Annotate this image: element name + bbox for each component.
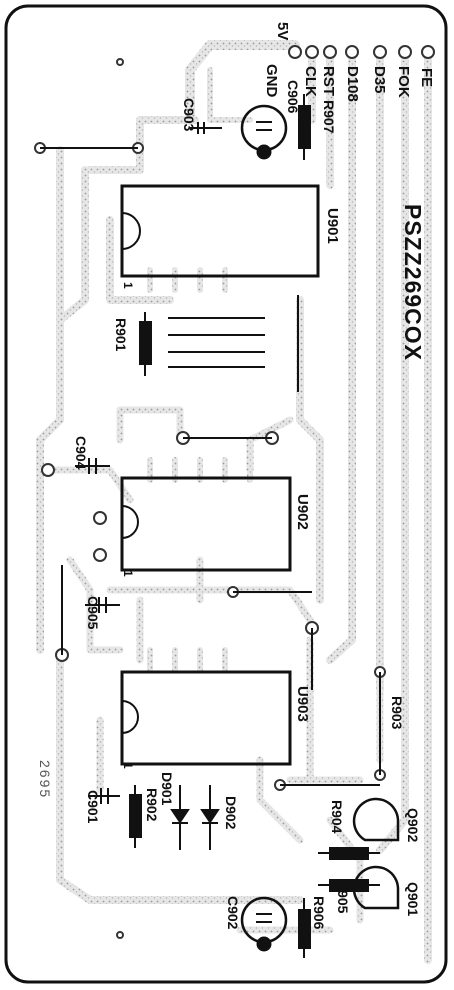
board-outline [4, 4, 448, 984]
capacitors [75, 122, 222, 804]
board-stamp: 2695 [37, 760, 53, 800]
label-r904: R904 [329, 800, 345, 834]
label-c906: C906 [285, 80, 301, 114]
connector-label-rst: RST [320, 66, 337, 96]
label-r907: R907 [321, 100, 337, 134]
label-u902: U902 [294, 494, 311, 530]
connector-label-d108: D108 [344, 66, 361, 102]
ic-u902 [120, 476, 292, 572]
label-d901: D901 [159, 772, 175, 806]
connector-label-fe: FE [418, 68, 435, 88]
label-u901-pin1: 1 [121, 282, 135, 289]
label-u903-pin1: 1 [121, 762, 135, 769]
ic-u903 [120, 670, 292, 766]
label-r903: R903 [389, 696, 405, 730]
label-r906: R906 [311, 896, 327, 930]
label-c904: C904 [73, 436, 89, 470]
label-c901: C901 [85, 790, 101, 824]
label-r901: R901 [113, 318, 129, 352]
resistors [129, 94, 380, 958]
jumper-wires [40, 147, 381, 786]
ic-u901 [120, 184, 320, 278]
connector-label-clk: CLK [302, 66, 319, 97]
transistors [352, 797, 400, 910]
label-q901: Q901 [405, 882, 421, 917]
diodes [170, 785, 220, 850]
label-r902: R902 [144, 788, 160, 822]
label-c903: C903 [181, 98, 197, 132]
label-d902: D902 [223, 796, 239, 830]
label-r905: R905 [335, 880, 351, 914]
label-u902-pin1: 1 [121, 570, 135, 577]
connector-label-5v: 5V [274, 22, 291, 41]
label-q902: Q902 [405, 808, 421, 843]
electrolytic-capacitors [240, 104, 288, 952]
connector-label-gnd: GND [263, 64, 280, 98]
label-c902: C902 [225, 896, 241, 930]
connector-label-d35: D35 [371, 66, 388, 94]
label-c905: C905 [85, 596, 101, 630]
board-title: PSZZ269COX [400, 204, 426, 361]
label-u903: U903 [294, 686, 311, 722]
copper-traces [36, 40, 432, 964]
connector-label-fok: FOK [395, 66, 412, 98]
label-u901: U901 [324, 208, 341, 244]
